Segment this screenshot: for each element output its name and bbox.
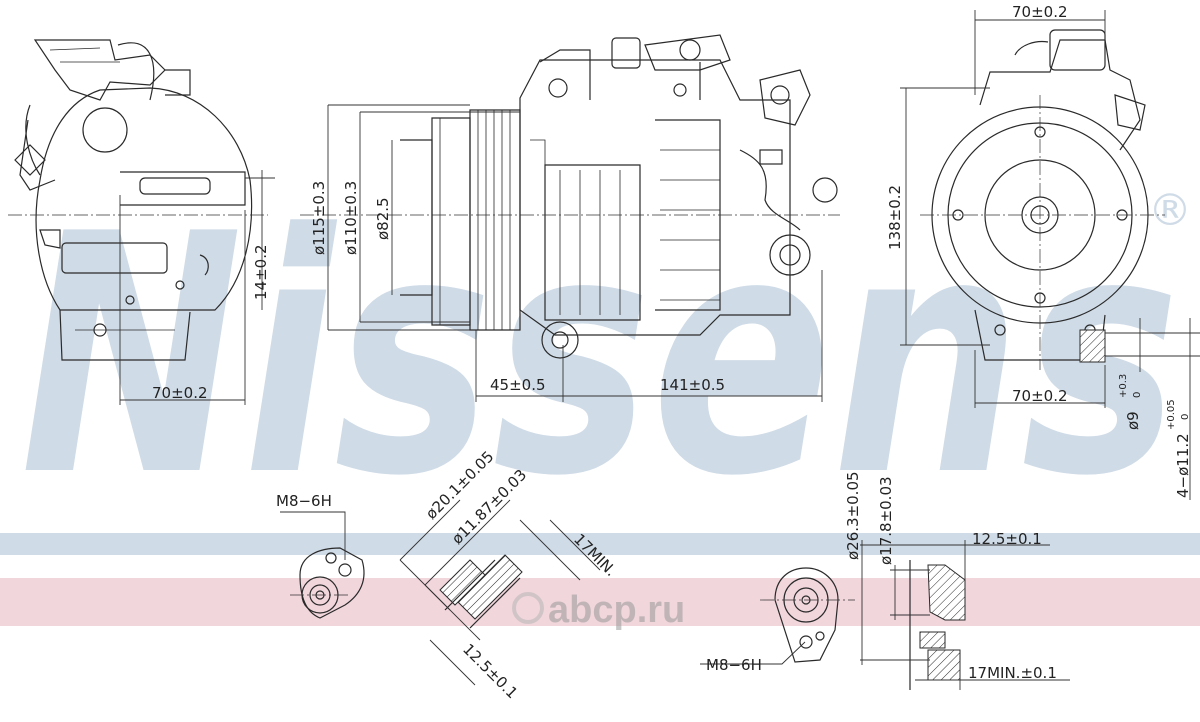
abcp-logo-text: abcp.ru: [548, 589, 685, 631]
front-main-view: ø115±0.3 ø110±0.3 ø82.5 45±0.5 141±0.5: [300, 34, 840, 402]
left-height-dim: 14±0.2: [252, 244, 270, 300]
m8-label-left: M8−6H: [276, 492, 332, 510]
left-body-outline: [14, 39, 253, 361]
watermark-registered: ®: [1148, 185, 1192, 236]
port-d178-dim: ø17.8±0.03: [877, 476, 895, 565]
m8-label-right: M8−6H: [706, 656, 762, 674]
hole-9-tol-bot: 0: [1132, 392, 1143, 398]
port-section-left: [439, 554, 523, 629]
left-width-dim: 70±0.2: [152, 384, 208, 402]
hole-9-dim: ø9: [1124, 411, 1142, 430]
holes-4-tol-top: +0.05: [1166, 399, 1177, 430]
right-bottom-width-dim: 70±0.2: [1012, 387, 1068, 405]
right-end-view: 70±0.2 138±0.2 70±0.2 ø9 +0.3 0 4−ø11.2 …: [886, 3, 1200, 500]
right-top-width-dim: 70±0.2: [1012, 3, 1068, 21]
watermark-blue-band: [0, 533, 1200, 555]
hole-9-tol-top: +0.3: [1118, 374, 1129, 398]
pulley: [400, 109, 521, 331]
pulley-d825-dim: ø82.5: [374, 197, 392, 240]
holes-4-tol-bot: 0: [1180, 414, 1191, 420]
port-125-left-dim: 12.5±0.1: [459, 640, 521, 702]
right-height-dim: 138±0.2: [886, 185, 904, 250]
length-45-dim: 45±0.5: [490, 376, 546, 394]
port-125-right-dim: 12.5±0.1: [972, 530, 1042, 548]
abcp-logo: abcp.ru: [512, 589, 685, 631]
port-17min-right-dim: 17MIN.±0.1: [968, 664, 1057, 682]
pulley-d115-dim: ø115±0.3: [310, 181, 328, 255]
port-section-right: [909, 560, 966, 690]
pulley-d110-dim: ø110±0.3: [342, 181, 360, 255]
holes-4-dim: 4−ø11.2: [1174, 433, 1192, 498]
port-detail-right: M8−6H ø26.3±0.05 ø17.8±0.03 12.5±0.1 17M…: [700, 471, 1070, 690]
compressor-body: [519, 34, 838, 359]
left-side-view: 70±0.2 14±0.2: [8, 39, 275, 405]
length-141-dim: 141±0.5: [660, 376, 725, 394]
port-d263-dim: ø26.3±0.05: [844, 471, 862, 560]
watermark-pink-band: [0, 578, 1200, 626]
